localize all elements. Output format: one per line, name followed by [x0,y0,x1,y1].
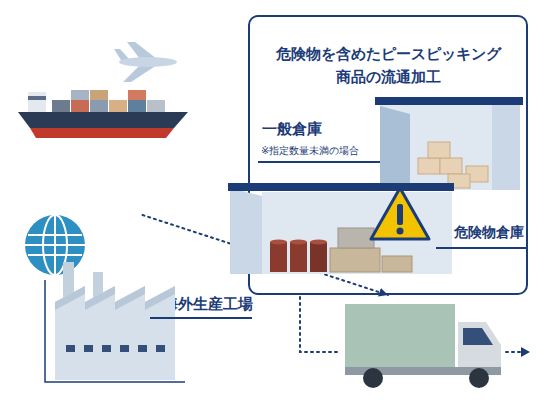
factory-window [156,345,165,352]
truck-window [463,328,493,345]
label-underline [150,317,252,319]
node-label: 危険物を含めたピースピッキング 商品の流通加工 [258,43,518,90]
pallet-box [382,256,412,272]
cargo-box [418,158,440,174]
cargo-box [428,142,450,158]
pallet-box [338,228,374,248]
warehouse-side [492,104,520,190]
airplane-wing [127,42,157,59]
drum-barrel [310,242,327,272]
node-note: ※指定数量未満の場合 [261,143,359,159]
warning-triangle [371,188,429,239]
node-label: 一般倉庫 [262,118,322,141]
truck-chassis [345,367,501,375]
container [109,100,127,112]
chimney [63,262,74,302]
airplane-body [119,57,177,67]
route-line [506,351,520,353]
drum-barrel [290,242,307,272]
drum-barrel [270,242,287,272]
drum-top [310,240,327,245]
airplane-wing [123,65,157,82]
warehouse-side [380,106,410,190]
cargo-box [440,158,462,174]
drum-top [270,240,287,245]
node-label: 海外生産工場 [163,293,253,316]
truck-cargo [345,304,455,367]
ship-hull [18,112,188,128]
warning-mark [397,204,403,225]
factory-window [120,345,129,352]
airplane-tail [114,49,130,60]
ship-bridge [28,92,46,112]
factory-roof [115,286,145,310]
truck-cab [458,322,501,372]
node-label: 危険物倉庫 [454,222,524,244]
warning-mark [397,228,404,235]
warehouse-wall [380,104,520,190]
globe-parallel [25,244,85,246]
container [52,100,70,112]
container [90,90,108,100]
node-area: 一般倉庫 ※指定数量未満の場合 [252,96,524,176]
container [128,100,146,112]
truck-wheel [469,368,489,388]
factory-window [138,345,147,352]
drum-top [290,240,307,245]
label-underline [436,247,527,249]
label-underline [258,161,380,163]
cargo-box [448,174,470,188]
warehouse-wall [262,192,452,274]
pallet-box [330,248,380,272]
factory-window [66,345,75,352]
route-line [300,297,340,352]
factory-roof [55,286,85,310]
globe-parallel [28,254,82,256]
container [90,100,108,112]
factory-building [55,286,175,380]
globe [25,215,85,275]
container [128,90,146,100]
factory-window [84,345,93,352]
container [71,100,89,112]
ship-hull-bottom [30,128,174,138]
node-area: 危険物倉庫 [252,178,526,276]
truck-wheel [363,368,383,388]
warehouse-side [230,188,262,274]
container [147,100,165,112]
globe-parallel [28,234,82,236]
ship-bridge-window [28,96,46,100]
globe-meridian [54,215,56,275]
node-area: 海外生産工場 [30,215,255,390]
warehouse-roof [228,183,454,191]
flow-connector [143,215,389,295]
cargo-box [466,166,488,182]
factory-roof [85,286,115,310]
process-box: 危険物を含めたピースピッキング 商品の流通加工一般倉庫 ※指定数量未満の場合危険物… [248,15,528,295]
factory-window [102,345,111,352]
chimney [93,272,103,302]
globe-meridian [43,215,67,275]
container [71,90,89,100]
warehouse-roof [375,97,523,105]
route-arrow [521,347,530,357]
